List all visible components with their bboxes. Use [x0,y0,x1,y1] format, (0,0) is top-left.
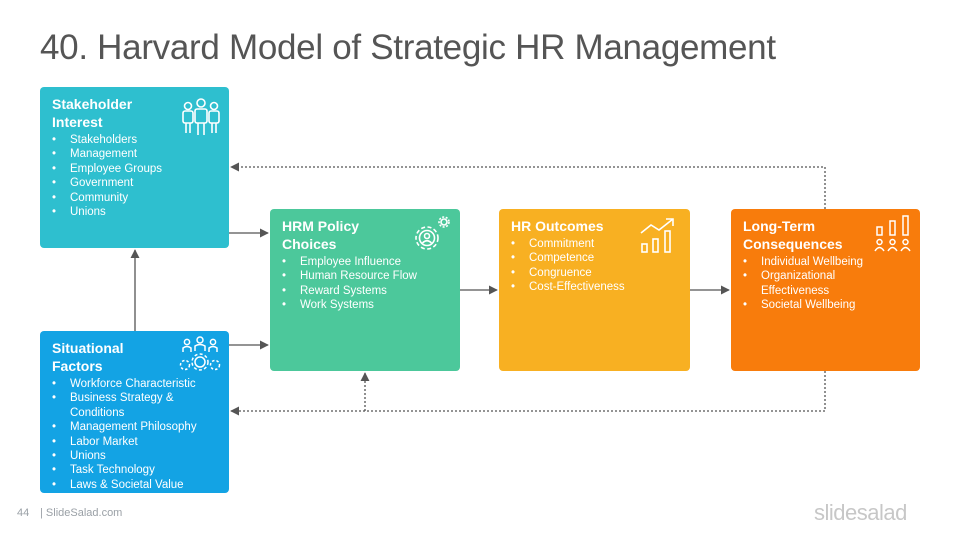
feedback-arrow-bottom [230,371,826,416]
page-title: 40. Harvard Model of Strategic HR Manage… [40,28,776,67]
list-item: Congruence [511,266,678,281]
list-item: Competence [511,251,678,266]
list-item: Workforce Characteristic [52,377,217,392]
list-item: Business Strategy & Conditions [52,391,217,420]
list-item: Organizational Effectiveness [743,269,903,298]
situational-factors-box: Situational Factors Workforce Characteri… [40,331,229,493]
people-icon [182,98,220,135]
list-item: Laws & Societal Value [52,478,217,493]
footer-site: | SlideSalad.com [40,507,123,519]
box-title: HR Outcomes [511,218,604,234]
list-item: Labor Market [52,435,217,450]
item-list: Commitment Competence Congruence Cost-Ef… [511,237,678,295]
list-item: Work Systems [282,298,448,313]
list-item: Cost-Effectiveness [511,280,678,295]
hrm-policy-choices-box: HRM Policy Choices Employee Influence Hu… [270,209,460,371]
item-list: Employee Influence Human Resource Flow R… [282,255,448,313]
box-title: HRM Policy Choices [282,218,360,252]
list-item: Human Resource Flow [282,269,448,284]
list-item: Employee Influence [282,255,448,270]
item-list: Workforce Characteristic Business Strate… [52,377,217,493]
list-item: Unions [52,205,217,220]
box-title: Situational Factors [52,340,124,374]
page-number: 44 [17,507,30,519]
gear-person-icon [415,216,450,250]
list-item: Task Technology [52,463,217,478]
team-gears-icon [179,336,221,371]
feedback-arrow-top [230,162,826,209]
item-list: Stakeholders Management Employee Groups … [52,133,217,220]
box-title: Stakeholder Interest [52,96,133,130]
list-item: Management Philosophy [52,420,217,435]
list-item: Government [52,176,217,191]
people-bars-icon [874,215,911,252]
list-item: Reward Systems [282,284,448,299]
list-item: Stakeholders [52,133,217,148]
list-item: Community [52,191,217,206]
growth-chart-icon [640,218,674,253]
list-item: Individual Wellbeing [743,255,903,270]
list-item: Commitment [511,237,678,252]
brand-logo: slidesalad [814,500,907,525]
item-list: Individual Wellbeing Organizational Effe… [743,255,903,313]
list-item: Unions [52,449,217,464]
list-item: Employee Groups [52,162,217,177]
list-item: Management [52,147,217,162]
stakeholder-interest-box: Stakeholder Interest Stakeholders Manage… [40,87,229,248]
box-title: Long-Term Consequences [743,218,843,252]
list-item: Societal Wellbeing [743,298,903,313]
long-term-consequences-box: Long-Term Consequences Individual Wellbe… [731,209,920,371]
hr-outcomes-box: HR Outcomes Commitment Competence Congru… [499,209,690,371]
